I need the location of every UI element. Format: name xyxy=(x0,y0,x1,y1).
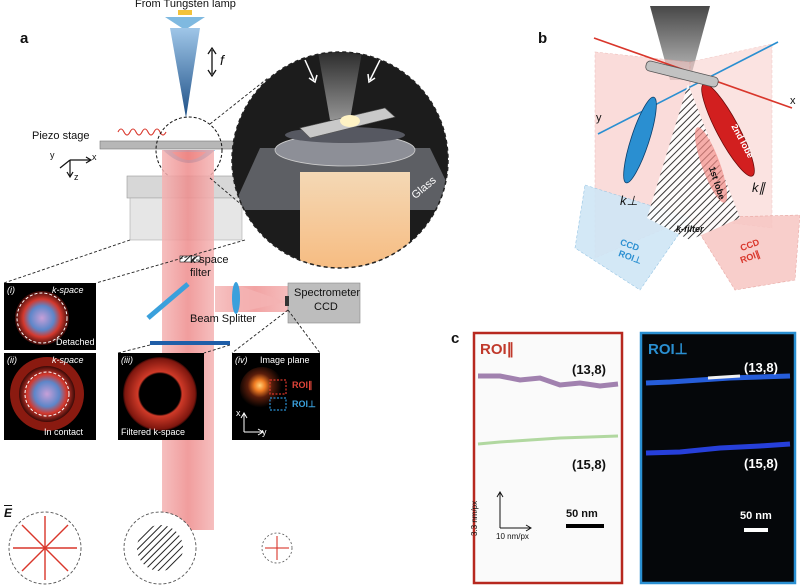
inset-iv-roi-perp: ROI⊥ xyxy=(292,399,316,409)
inset-iv-title: Image plane xyxy=(260,355,310,365)
panel-b-y-label: y xyxy=(596,112,602,124)
panel-b-letter: b xyxy=(538,30,548,47)
roi-perp-mode-bottom: (15,8) xyxy=(744,456,778,471)
k-perp-label: k⊥ xyxy=(620,193,638,208)
lamp-label: From Tungsten lamp xyxy=(135,0,236,10)
inset-iii-filtered-kspace xyxy=(118,353,204,440)
k-par-label: k∥ xyxy=(752,180,765,195)
image-e-field-diagram xyxy=(261,532,293,564)
inset-ii-tag: (ii) xyxy=(7,355,17,365)
spectrometer-label-2: CCD xyxy=(314,301,338,313)
inset-iv-x: x xyxy=(236,408,241,418)
tube-lens xyxy=(232,282,240,314)
inset-i-bottom: Detached xyxy=(56,337,95,347)
axis-z-label: z xyxy=(74,172,79,182)
zoom-view xyxy=(232,52,448,268)
e-field-label: E xyxy=(4,506,13,520)
roi-perp-mode-top: (13,8) xyxy=(744,360,778,375)
y-scale-label: 3.3 nm/px xyxy=(470,500,479,536)
beam-splitter xyxy=(146,282,190,320)
incident-wave xyxy=(117,128,167,136)
filtered-e-field-diagram xyxy=(123,511,197,585)
focal-length-label: f xyxy=(220,52,224,68)
roi-par-mode-bottom: (15,8) xyxy=(572,457,606,472)
panel-c-letter: c xyxy=(451,330,460,347)
inset-i-kspace-detached xyxy=(4,283,96,350)
panel-a-letter: a xyxy=(20,30,29,47)
inset-i-title: k-space xyxy=(52,285,84,295)
beam-splitter-label: Beam Splitter xyxy=(190,313,257,325)
stage-axes-icon xyxy=(59,156,93,179)
inset-iv-tag: (iv) xyxy=(235,355,248,365)
inset-iv-image-plane xyxy=(232,353,320,440)
axis-y-label: y xyxy=(50,150,55,160)
roi-par-mode-top: (13,8) xyxy=(572,362,606,377)
agnw-label: AgNW xyxy=(330,38,362,50)
e-field-radial-diagram xyxy=(8,511,82,585)
focus-arrow-icon xyxy=(207,46,217,78)
inset-ii-kspace-contact xyxy=(4,353,96,440)
roi-perp-scale-label: 50 nm xyxy=(740,510,772,522)
inset-i-tag: (i) xyxy=(7,285,15,295)
inset-iv-roi-par: ROI∥ xyxy=(292,380,313,390)
x-scale-label: 10 nm/px xyxy=(496,532,529,541)
piezo-stage-label: Piezo stage xyxy=(32,130,90,142)
inset-ii-bottom: In contact xyxy=(44,427,84,437)
panel-b-x-label: x xyxy=(790,95,796,107)
inset-ii-title: k-space xyxy=(52,355,84,365)
roi-par-scale-label: 50 nm xyxy=(566,508,598,520)
illumination-cone xyxy=(170,28,200,118)
tungsten-lamp-icon xyxy=(165,10,205,30)
roi-perp-title: ROI⊥ xyxy=(648,341,688,358)
axis-x-label: x xyxy=(92,152,97,162)
roi-par-title: ROI∥ xyxy=(480,341,515,358)
emission-diagram xyxy=(574,6,800,291)
inset-iii-bottom: Filtered k-space xyxy=(121,427,186,437)
zoom-circle-border xyxy=(231,51,449,269)
spectrometer-label-1: Spectrometer xyxy=(294,287,361,299)
kfilter-label-1: k-space xyxy=(190,254,229,266)
kfilter-b-label: k-filter xyxy=(676,224,704,234)
inset-iii-tag: (iii) xyxy=(121,355,133,365)
roi-perpendicular-spectrum xyxy=(639,331,797,585)
kfilter-label-2: filter xyxy=(190,267,211,279)
light-beam xyxy=(162,150,214,530)
roi-parallel-spectrum xyxy=(472,331,624,585)
inset-iv-y: y xyxy=(262,427,267,437)
